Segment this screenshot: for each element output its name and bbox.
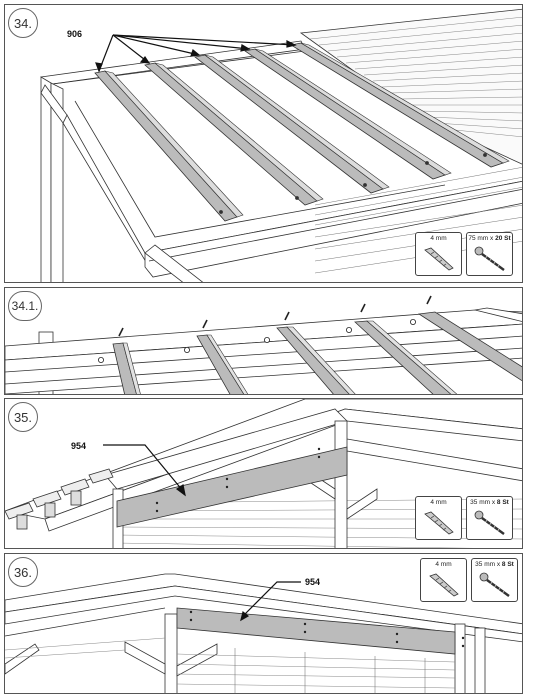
- front-fascia-illustration: [5, 573, 522, 693]
- part-number-callout: 954: [71, 441, 87, 451]
- wall-plug-icon: [424, 247, 454, 271]
- step-number: 34.1.: [8, 291, 42, 321]
- fascia-board-illustration: [5, 399, 522, 548]
- hardware-size-label: 4 mm: [435, 561, 452, 568]
- step-35-panel: 35. 954 4 mm 35 mm x 8 St: [4, 398, 523, 549]
- part-number-callout: 906: [67, 29, 83, 39]
- wall-plug-icon: [424, 511, 454, 535]
- roof-beams-illustration: [40, 8, 522, 282]
- step-number: 36.: [8, 557, 38, 587]
- screw-icon: [479, 572, 510, 597]
- hardware-box-plug: 4 mm: [420, 558, 467, 602]
- hardware-size-label: 4 mm: [430, 235, 447, 242]
- step-number: 34.: [8, 8, 38, 38]
- screw-icon: [474, 246, 505, 271]
- wall-plug-icon: [429, 573, 459, 597]
- hardware-box-screw: 35 mm x 8 St: [471, 558, 518, 602]
- hardware-box-screw: 75 mm x 20 St: [466, 232, 513, 276]
- step-36-panel: 36. 954 4 mm 35 mm x 8 St: [4, 553, 523, 694]
- hardware-box-plug: 4 mm: [415, 496, 462, 540]
- hardware-size-label: 75 mm x 20 St: [468, 235, 511, 242]
- hardware-size-label: 4 mm: [430, 499, 447, 506]
- beam-fixing-detail-illustration: [5, 295, 522, 394]
- hardware-box-screw: 35 mm x 8 St: [466, 496, 513, 540]
- step-number: 35.: [8, 402, 38, 432]
- step-34-1-panel: 34.1.: [4, 287, 523, 395]
- hardware-size-label: 35 mm x 8 St: [470, 499, 509, 506]
- step-34-panel: 34. 906 4 mm 75 mm x 20 St: [4, 4, 523, 283]
- part-number-callout: 954: [305, 577, 321, 587]
- hardware-box-plug: 4 mm: [415, 232, 462, 276]
- screw-icon: [474, 510, 505, 535]
- hardware-size-label: 35 mm x 8 St: [475, 561, 514, 568]
